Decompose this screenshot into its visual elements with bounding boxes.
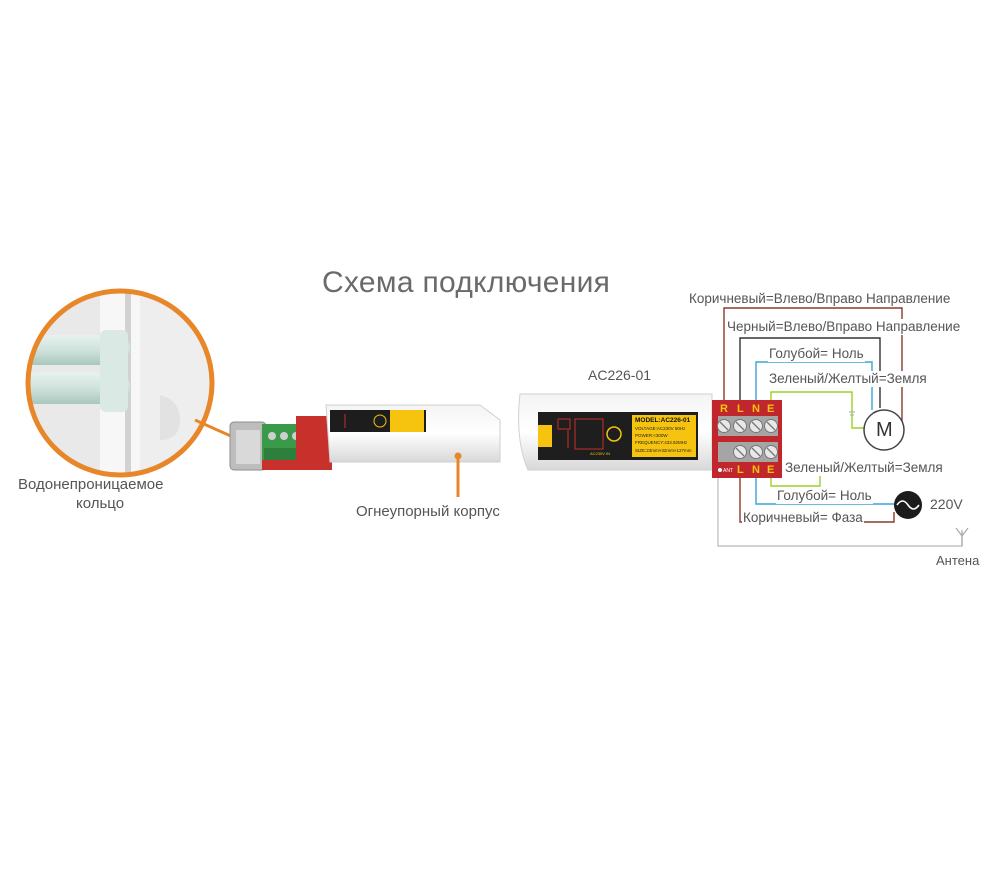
terminal-top-e: E: [767, 403, 775, 415]
ring-zoom-border: [25, 288, 215, 478]
terminal-bottom-l: L: [737, 464, 744, 476]
ant-label: ANT: [723, 468, 733, 474]
motor-symbol: M: [876, 419, 893, 441]
wire-label-green-earth-top: Зеленый/Желтый=Земля: [768, 371, 928, 387]
fireproof-housing-label: Огнеупорный корпус: [356, 503, 500, 520]
motor-icon: [863, 409, 905, 451]
terminal-top-r: R: [720, 403, 728, 415]
device-power-label: POWER:<300W: [635, 433, 668, 438]
wire-label-brown-direction: Коричневый=Влево/Вправо Направление: [688, 291, 952, 307]
model-code-label: AC226-01: [588, 367, 652, 383]
wire-label-brown-phase: Коричневый= Фаза: [742, 510, 864, 526]
terminal-top-l: L: [737, 403, 744, 415]
terminal-top-n: N: [752, 403, 760, 415]
wire-label-green-earth-bottom: Зеленый/Желтый=Земля: [784, 460, 944, 476]
tube-device-open: [229, 404, 501, 471]
waterproof-ring-zoom: [28, 291, 212, 475]
waterproof-ring-label-line1: Водонепроницаемое: [18, 476, 164, 493]
device-size-label: SIZE:23mm×32mm×127mm: [635, 448, 692, 453]
diagram-title: Схема подключения: [322, 266, 611, 299]
power-source-icon: [894, 491, 922, 519]
wire-label-blue-neutral-bottom: Голубой= Ноль: [776, 488, 873, 504]
terminal-block: [712, 400, 782, 478]
terminal-bottom-e: E: [767, 464, 775, 476]
device-input-label: AC230V IN: [590, 451, 611, 456]
waterproof-ring-label-line2: кольцо: [76, 495, 125, 512]
antenna-label: Антена: [936, 553, 980, 568]
device-frequency-label: FREQUENCY:433.92MHz: [635, 440, 688, 445]
device-model-label: MODEL:AC226-01: [635, 417, 691, 424]
wire-label-blue-neutral-top: Голубой= Ноль: [768, 346, 865, 362]
device-voltage-label: VOLTAGE:AC230V 50Hz: [635, 426, 686, 431]
tube-device-closed: [518, 393, 713, 471]
terminal-bottom-n: N: [752, 464, 760, 476]
wire-label-black-direction: Черный=Влево/Вправо Направление: [726, 319, 962, 335]
antenna-icon: [955, 527, 969, 546]
power-voltage-label: 220V: [930, 496, 963, 512]
